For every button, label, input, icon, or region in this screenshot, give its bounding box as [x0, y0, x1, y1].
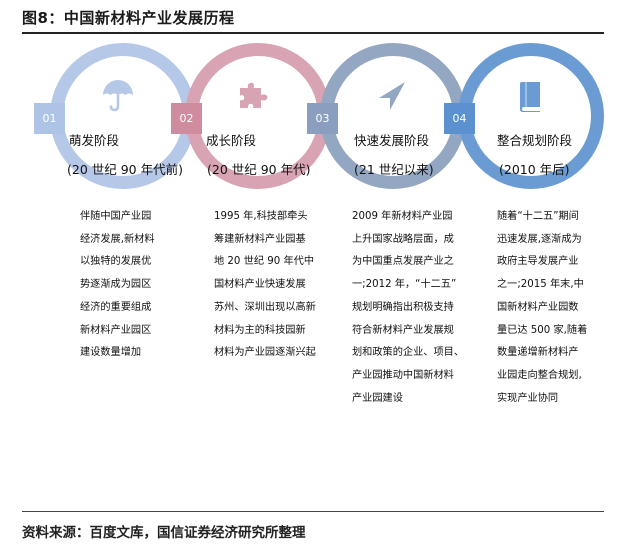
description-line: 经济发展,新材料 [80, 233, 155, 245]
footer-rule [22, 511, 604, 512]
description-line: 之一;2015 年末,中 [497, 279, 584, 291]
description-line: 符合新材料产业发展规 [352, 324, 454, 336]
stage-name: 整合规划阶段 [497, 133, 573, 148]
description-line: 规划明确指出积极支持 [352, 301, 454, 313]
stage-description: 伴随中国产业园经济发展,新材料以独特的发展优势逐渐成为园区经济的重要组成新材料产… [80, 206, 155, 365]
description-line: 为中国重点发展产业之 [352, 256, 454, 268]
description-line: 地 20 世纪 90 年代中 [214, 256, 315, 268]
description-line: 产业园推动中国新材料 [352, 369, 454, 381]
description-line: 政府主导发展产业 [497, 256, 579, 268]
description-line: 业园走向整合规划, [497, 369, 582, 381]
description-line: 国材料产业快速发展 [214, 279, 306, 291]
stage-number-badge: 02 [171, 103, 202, 134]
description-line: 2009 年新材料产业园 [352, 211, 453, 222]
umbrella-icon [100, 78, 136, 114]
figure-title: 图8：中国新材料产业发展历程 [22, 9, 235, 27]
stage-period: (21 世纪以来) [354, 162, 434, 177]
description-line: 量已达 500 家,随着 [497, 324, 588, 336]
description-line: 国新材料产业园数 [497, 301, 579, 313]
description-line: 产业园建设 [352, 392, 403, 404]
book-icon [513, 78, 549, 114]
navigation-arrow-icon [373, 78, 409, 114]
stage-number-badge: 04 [444, 103, 475, 134]
description-line: 一;2012 年，“十二五” [352, 279, 457, 291]
stage-number-badge: 01 [34, 103, 65, 134]
description-line: 势逐渐成为园区 [80, 279, 152, 291]
description-line: 新材料产业园区 [80, 324, 152, 336]
stage-number-badge: 03 [307, 103, 338, 134]
description-line: 建设数量增加 [80, 347, 142, 359]
description-line: 经济的重要组成 [80, 301, 152, 313]
description-line: 材料为产业园逐渐兴起 [214, 347, 316, 359]
stage-period: (20 世纪 90 年代前) [67, 162, 183, 177]
description-line: 划和政策的企业、项目、 [352, 347, 465, 359]
description-line: 随着“十二五”期间 [497, 211, 579, 222]
stage-period: (20 世纪 90 年代) [207, 162, 311, 177]
description-line: 筹建新材料产业园基 [214, 233, 306, 245]
description-line: 实现产业协同 [497, 392, 559, 404]
stage-name: 萌发阶段 [69, 133, 120, 148]
title-rule [22, 32, 604, 34]
description-line: 1995 年,科技部牵头 [214, 211, 308, 222]
stage-description: 随着“十二五”期间迅速发展,逐渐成为政府主导发展产业之一;2015 年末,中国新… [497, 206, 587, 410]
stage-description: 2009 年新材料产业园上升国家战略层面，成为中国重点发展产业之一;2012 年… [352, 206, 464, 410]
stage-period: (2010 年后) [499, 162, 570, 177]
stage-name: 成长阶段 [206, 133, 257, 148]
description-line: 以独特的发展优 [80, 256, 152, 268]
source-note: 资料来源：百度文库，国信证券经济研究所整理 [22, 525, 306, 541]
description-line: 材料为主的科技园新 [214, 324, 306, 336]
description-line: 迅速发展,逐渐成为 [497, 233, 582, 245]
stage-name: 快速发展阶段 [354, 133, 430, 148]
description-line: 上升国家战略层面，成 [352, 233, 454, 245]
stage-description: 1995 年,科技部牵头筹建新材料产业园基地 20 世纪 90 年代中国材料产业… [214, 206, 316, 365]
description-line: 苏州、深圳出现以高新 [214, 301, 316, 313]
puzzle-icon [236, 78, 272, 114]
description-line: 数量递增新材料产 [497, 347, 579, 359]
description-line: 伴随中国产业园 [80, 211, 152, 222]
